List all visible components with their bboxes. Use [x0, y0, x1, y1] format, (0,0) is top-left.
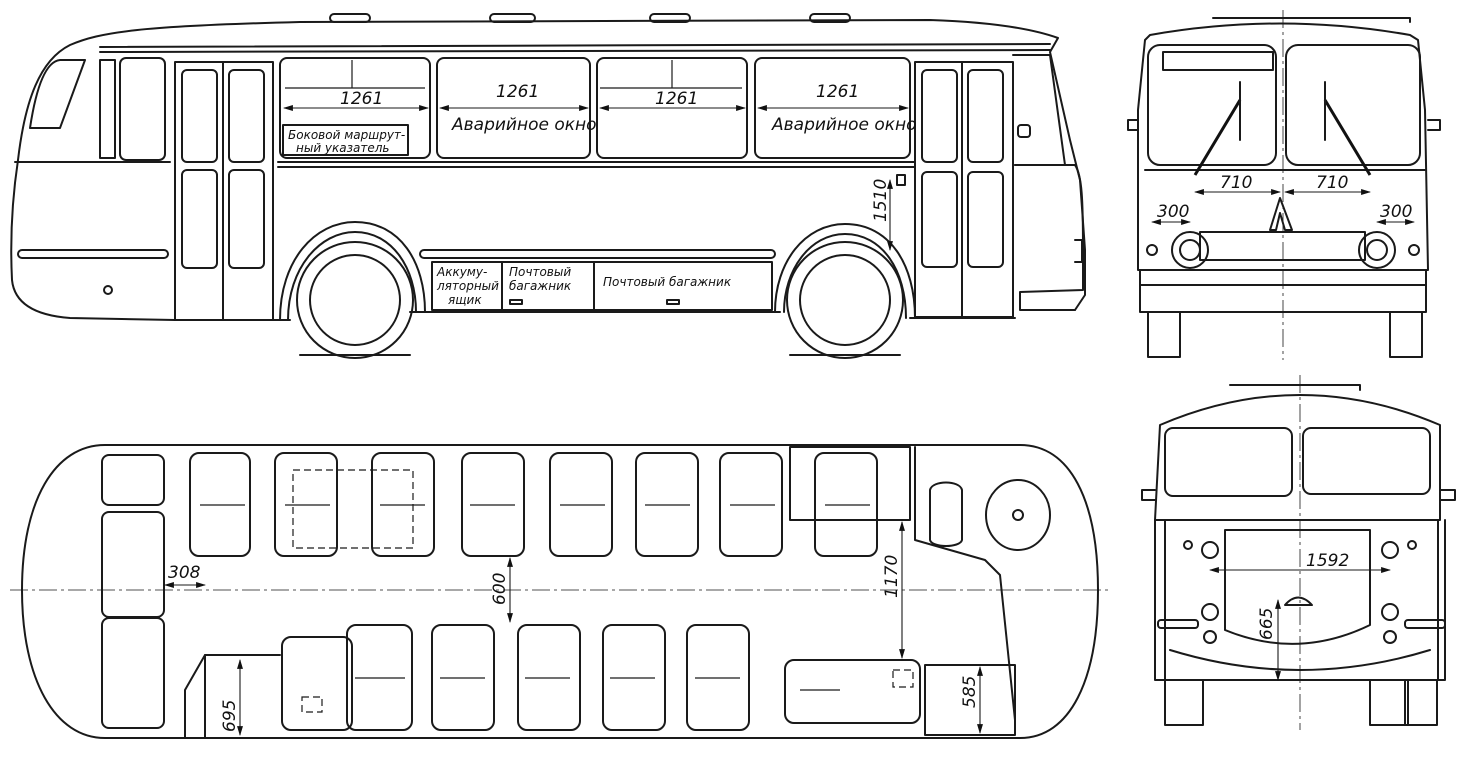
dim-window-4: 1261 [816, 82, 859, 102]
battery-label-line2: ляторный [436, 279, 499, 293]
front-view [1127, 10, 1441, 360]
dim-aisle-600: 600 [490, 573, 510, 605]
route-sign-label-line1: Боковой маршрут- [288, 128, 405, 142]
dim-rear-1592: 1592 [1306, 551, 1349, 571]
mail-compartment-label-line1: Почтовый [509, 265, 571, 279]
dim-lamp-left: 300 [1157, 202, 1189, 222]
dim-1170: 1170 [882, 555, 902, 598]
emergency-window-label-1: Аварийное окно [451, 115, 597, 135]
dim-585: 585 [960, 676, 980, 708]
battery-label-line1: Аккуму- [436, 265, 487, 279]
rear-view [1141, 375, 1456, 730]
battery-label-line3: ящик [448, 293, 482, 307]
side-view [10, 13, 1086, 359]
dim-lamp-right: 300 [1380, 202, 1412, 222]
dim-wiper-left: 710 [1220, 173, 1252, 193]
mail-compartment-label-line2: багажник [509, 279, 572, 293]
dim-window-2: 1261 [496, 82, 539, 102]
plan-view [10, 444, 1110, 739]
route-sign-label-line2: ный указатель [296, 141, 390, 155]
dim-window-3: 1261 [655, 89, 698, 109]
dim-aisle-308: 308 [168, 563, 201, 583]
dim-wiper-right: 710 [1316, 173, 1348, 193]
dim-rear-665: 665 [1257, 608, 1277, 640]
dim-window-1: 1261 [340, 89, 383, 109]
emergency-window-label-2: Аварийное окно [771, 115, 917, 135]
dim-height-1510: 1510 [871, 179, 891, 222]
mail-compartment-label-big: Почтовый багажник [603, 275, 732, 289]
dim-695: 695 [220, 700, 240, 732]
